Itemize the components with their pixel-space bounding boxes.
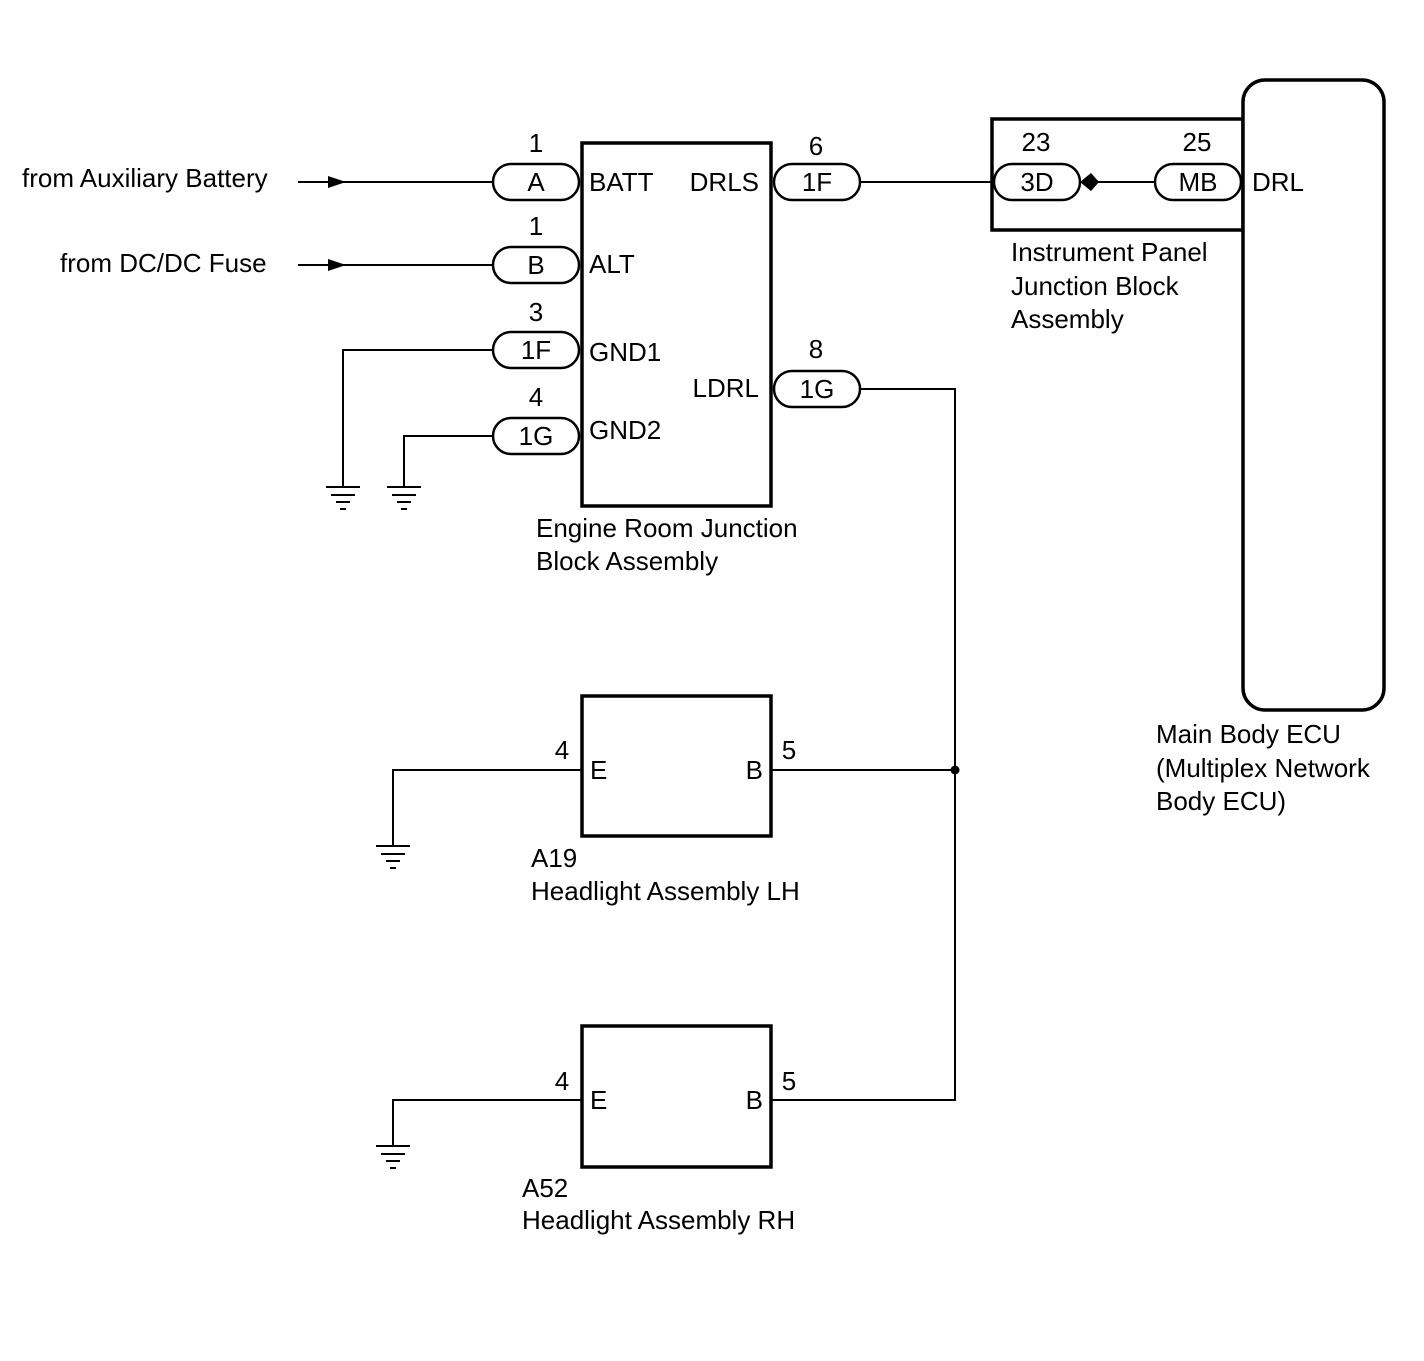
headlight-lh-terminal-e: E [590,755,607,785]
terminal-gnd1: GND1 [589,337,661,367]
ground-symbol-icon [326,486,360,510]
headlight-rh-terminal-b: B [746,1085,763,1115]
pin-drls: 6 [809,131,823,161]
pin-alt: 1 [529,211,543,241]
ldrl-bus-wire [771,388,960,1101]
headlight-rh-pin-b: 5 [782,1066,796,1096]
headlight-lh-terminal-b: B [746,755,763,785]
pin-mb: 25 [1183,127,1212,157]
headlight-lh-pin-b: 5 [782,735,796,765]
engine-room-jb-label-1: Engine Room Junction [536,513,798,543]
svg-text:A: A [527,167,545,197]
pin-gnd1: 3 [529,297,543,327]
ecu-terminal-drl: DRL [1252,167,1304,197]
ground-symbol-icon [387,486,421,510]
svg-text:MB: MB [1179,167,1218,197]
pin-batt: 1 [529,128,543,158]
headlight-rh-name: Headlight Assembly RH [522,1205,795,1235]
connector-drls: 1F [772,162,862,202]
svg-text:1G: 1G [519,421,554,451]
svg-text:1F: 1F [802,167,832,197]
connector-gnd1: 1F [491,330,581,370]
headlight-rh-code: A52 [522,1173,568,1203]
pin-gnd2: 4 [529,382,543,412]
ip-jb-internal-wire [1080,173,1155,191]
source-dcdc-fuse-label: from DC/DC Fuse [60,248,267,278]
headlight-lh-ground-wire [392,769,582,845]
terminal-drls: DRLS [690,167,759,197]
main-body-ecu [1241,78,1386,712]
gnd2-wire [403,435,493,486]
aux-battery-wire [298,176,493,188]
ground-symbol-icon [376,845,410,869]
terminal-batt: BATT [589,167,654,197]
connector-alt: B [491,245,581,285]
ip-jb-label-2: Junction Block [1011,271,1180,301]
headlight-lh [580,694,773,838]
headlight-lh-code: A19 [531,843,577,873]
ip-jb-label-1: Instrument Panel [1011,237,1208,267]
headlight-lh-name: Headlight Assembly LH [531,876,800,906]
pin-3d: 23 [1022,127,1051,157]
connector-ldrl: 1G [772,369,862,409]
gnd1-wire [342,349,493,486]
ground-symbol-icon [376,1145,410,1169]
connector-mb: MB [1153,162,1243,202]
engine-room-junction-block [580,141,773,508]
ecu-label-3: Body ECU) [1156,786,1286,816]
connector-gnd2: 1G [491,416,581,456]
connector-3d: 3D [992,162,1082,202]
pin-ldrl: 8 [809,334,823,364]
svg-text:1G: 1G [800,374,835,404]
ecu-label-1: Main Body ECU [1156,719,1341,749]
dcdc-fuse-wire [298,259,493,271]
headlight-rh-pin-e: 4 [555,1066,569,1096]
headlight-lh-pin-e: 4 [555,735,569,765]
svg-text:3D: 3D [1020,167,1053,197]
headlight-rh [580,1024,773,1169]
ip-jb-label-3: Assembly [1011,304,1124,334]
svg-text:1F: 1F [521,335,551,365]
connector-batt: A [491,162,581,202]
svg-text:B: B [527,250,544,280]
terminal-alt: ALT [589,249,635,279]
headlight-rh-terminal-e: E [590,1085,607,1115]
source-aux-battery-label: from Auxiliary Battery [22,163,268,193]
headlight-rh-ground-wire [392,1099,582,1145]
ecu-label-2: (Multiplex Network [1156,753,1371,783]
terminal-ldrl: LDRL [693,373,759,403]
engine-room-jb-label-2: Block Assembly [536,546,718,576]
terminal-gnd2: GND2 [589,415,661,445]
